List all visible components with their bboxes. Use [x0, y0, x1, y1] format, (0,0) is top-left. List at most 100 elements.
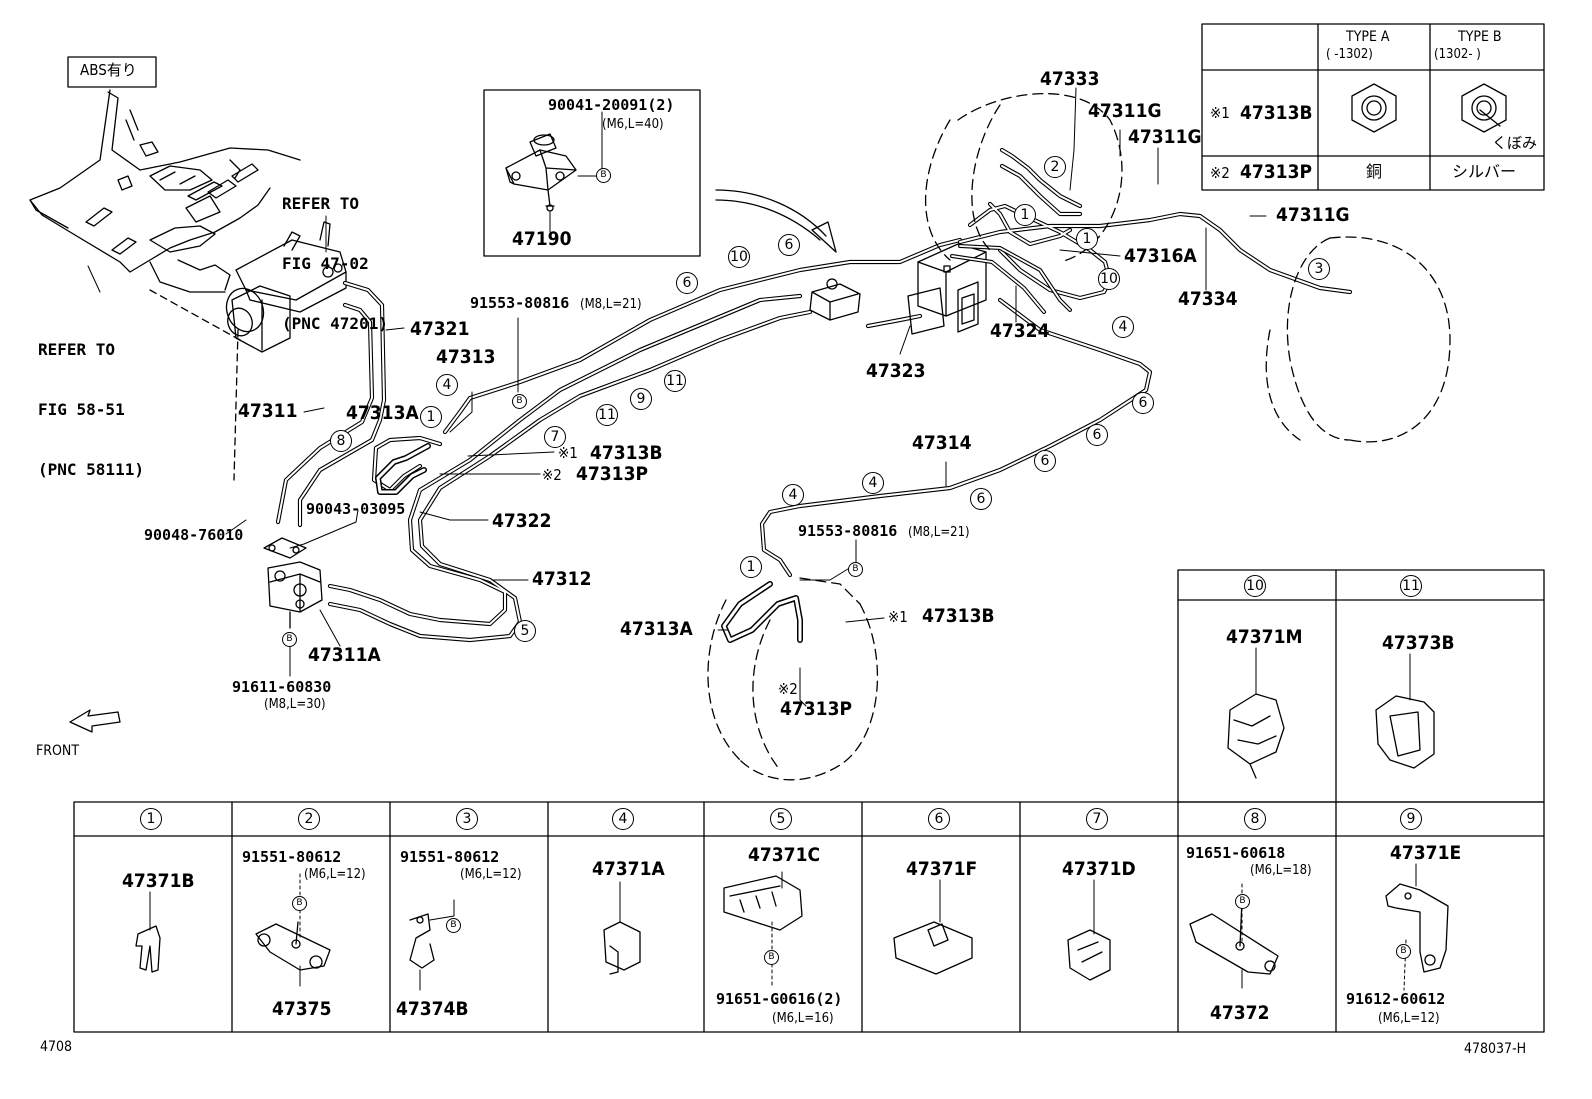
clip-2-bolt: 91551-80612: [242, 848, 342, 866]
label-47313p-lower: 47313P: [780, 698, 852, 720]
clip-47371M: [1227, 693, 1285, 779]
label-47313a-upper: 47313A: [346, 402, 419, 424]
type-row2-copper: 銅: [1366, 162, 1383, 181]
clip-5-spec: (M6,L=16): [772, 1011, 834, 1026]
inset-part-47190: 47190: [512, 228, 572, 250]
nut-type-b: [1461, 83, 1507, 133]
label-47311: 47311: [238, 400, 298, 422]
callout-6: 6: [970, 488, 992, 510]
clip-1-part: 47371B: [122, 870, 195, 892]
callout-1: 1: [740, 556, 762, 578]
clip-8-bolt: 91651-60618: [1186, 844, 1286, 862]
label-90043: 90043-03095: [306, 500, 406, 518]
floor-panel-drawing: [29, 89, 301, 293]
clip-9-part: 47371E: [1390, 842, 1462, 864]
refer-left-line-1: REFER TO: [38, 340, 116, 359]
callout-4: 4: [782, 484, 804, 506]
clip-3-header: 3: [456, 808, 478, 830]
clip-5-header: 5: [770, 808, 792, 830]
clip-8-header: 8: [1244, 808, 1266, 830]
callout-1: 1: [1014, 204, 1036, 226]
refer-top-line-2: FIG 47-02: [282, 254, 369, 273]
clip-5-bolt: 91651-G0616(2): [716, 990, 843, 1008]
page-code-left: 4708: [40, 1039, 73, 1055]
type-row1-part: 47313B: [1240, 102, 1313, 124]
type-row2-mark: ※2: [1210, 164, 1230, 182]
bolt-mark-b: B: [512, 394, 527, 409]
label-47313p-upper: 47313P: [576, 463, 648, 485]
tubes-lower-left-inner: [329, 295, 811, 641]
label-47322: 47322: [492, 510, 552, 532]
label-47334: 47334: [1178, 288, 1238, 310]
bolt-mark-b: B: [764, 950, 779, 965]
callout-6: 6: [778, 234, 800, 256]
abs-label-box: [67, 56, 157, 88]
curved-arrow: [715, 189, 837, 253]
clip-11-part: 47373B: [1382, 632, 1455, 654]
label-47321: 47321: [410, 318, 470, 340]
label-47311g-1: 47311G: [1088, 100, 1162, 122]
callout-11: 11: [596, 404, 618, 426]
clip-11-header: 11: [1400, 575, 1422, 597]
abs-actuator-drawing: [907, 243, 987, 335]
label-91553-lower: 91553-80816: [798, 522, 898, 540]
inset-box: [483, 89, 701, 257]
callout-2: 2: [1044, 156, 1066, 178]
type-row1-mark: ※1: [1210, 104, 1230, 122]
clip-47371B: [135, 925, 161, 973]
callout-1: 1: [1076, 228, 1098, 250]
label-91553-upper-spec: (M8,L=21): [580, 297, 642, 312]
refer-top-line-3: (PNC 47201): [282, 314, 388, 333]
clip-3-part: 47374B: [396, 998, 469, 1020]
type-table-grid: [1201, 23, 1545, 191]
callout-6: 6: [1132, 392, 1154, 414]
callout-6: 6: [676, 272, 698, 294]
clip-47371E: [1385, 883, 1449, 973]
clip-9-spec: (M6,L=12): [1378, 1011, 1440, 1026]
tubes-47324: [950, 244, 1072, 314]
refer-to-fig-47-02: REFER TO FIG 47-02 (PNC 47201): [282, 154, 388, 354]
clip-9-bolt: 91612-60612: [1346, 990, 1446, 1008]
tubes-upper-inner: [444, 239, 961, 433]
refer-to-fig-58-51: REFER TO FIG 58-51 (PNC 58111): [38, 300, 144, 500]
label-47323: 47323: [866, 360, 926, 382]
clip-7-part: 47371D: [1062, 858, 1136, 880]
clip-10-part: 47371M: [1226, 626, 1303, 648]
front-arrow: [69, 709, 121, 733]
label-91553-lower-spec: (M8,L=21): [908, 525, 970, 540]
label-47312: 47312: [532, 568, 592, 590]
bolt-mark-b: B: [282, 632, 297, 647]
mark-2-upper: ※2: [542, 466, 562, 484]
leader-dashes-left: [149, 289, 241, 481]
label-91611: 91611-60830: [232, 678, 332, 696]
mark-2-lower: ※2: [778, 680, 798, 698]
clip-6-part: 47371F: [906, 858, 978, 880]
clip-47371C: [723, 875, 803, 931]
inset-valve-drawing: [505, 133, 577, 212]
bolt-mark-b: B: [848, 562, 863, 577]
clip-47375: [255, 921, 331, 971]
page-code-right: 478037-H: [1464, 1041, 1527, 1057]
clip-9-header: 9: [1400, 808, 1422, 830]
clip-8-part: 47372: [1210, 1002, 1270, 1024]
clip-47371F: [893, 921, 973, 975]
mark-1-lower: ※1: [888, 608, 908, 626]
joint-block-drawing: [263, 537, 323, 629]
type-row2-part: 47313P: [1240, 161, 1312, 183]
type-a-range: ( -1302): [1326, 47, 1373, 62]
callout-3: 3: [1308, 258, 1330, 280]
label-47313b-lower: 47313B: [922, 605, 995, 627]
clip-4-header: 4: [612, 808, 634, 830]
callout-6: 6: [1086, 424, 1108, 446]
clip-table-grid: [73, 569, 1545, 1033]
label-47311g-3: 47311G: [1276, 204, 1350, 226]
callout-4: 4: [862, 472, 884, 494]
inset-bolt-spec: (M6,L=40): [602, 117, 664, 132]
clip-6-header: 6: [928, 808, 950, 830]
bolt-mark-b: B: [292, 896, 307, 911]
type-kubomi: くぼみ: [1492, 134, 1538, 152]
bolt-mark-b: B: [446, 918, 461, 933]
clip-4-part: 47371A: [592, 858, 665, 880]
callout-11: 11: [664, 370, 686, 392]
